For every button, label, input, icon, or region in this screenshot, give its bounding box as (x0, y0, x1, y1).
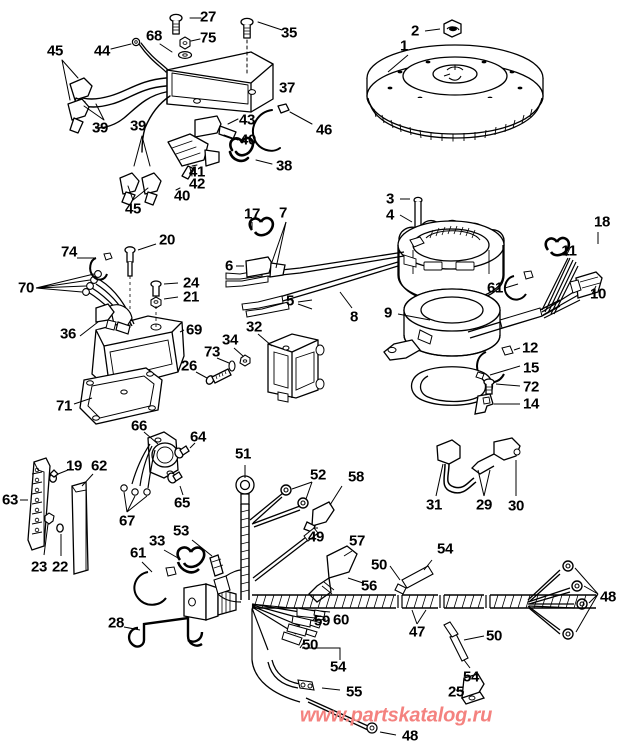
callout-number: 35 (280, 24, 298, 42)
callout-number: 2 (410, 22, 420, 40)
callout-number: 33 (148, 532, 166, 550)
callout-number: 63 (1, 491, 19, 509)
callout-number: 8 (349, 308, 359, 326)
callout-number: 48 (401, 727, 419, 745)
callout-number: 64 (189, 428, 207, 446)
callout-number: 19 (65, 457, 83, 475)
callout-number: 29 (475, 496, 493, 514)
callout-number: 54 (329, 658, 347, 676)
callout-number: 57 (348, 532, 366, 550)
callout-number: 47 (408, 623, 426, 641)
callout-number: 40 (173, 187, 191, 205)
callout-number: 36 (59, 325, 77, 343)
callout-number: 41 (188, 163, 206, 181)
callout-number: 1 (399, 37, 409, 55)
callout-number: 27 (199, 8, 217, 26)
callout-number: 61 (129, 544, 147, 562)
callout-number: 5 (285, 292, 295, 310)
callout-number: 37 (278, 79, 296, 97)
callout-number: 73 (203, 343, 221, 361)
callout-number: 17 (243, 205, 261, 223)
callout-number: 38 (275, 157, 293, 175)
callout-number: 46 (315, 121, 333, 139)
callout-number: 50 (370, 556, 388, 574)
callout-number: 62 (90, 457, 108, 475)
callout-number: 59 (313, 612, 331, 630)
callout-number: 30 (507, 497, 525, 515)
callout-number: 23 (30, 558, 48, 576)
callout-number: 48 (599, 588, 617, 606)
callout-number: 61 (486, 279, 504, 297)
callout-number: 42 (188, 175, 206, 193)
callout-number: 31 (425, 496, 443, 514)
callout-number: 28 (107, 614, 125, 632)
callout-number: 39 (129, 117, 147, 135)
callout-number: 11 (561, 242, 577, 260)
callout-number: 53 (172, 522, 190, 540)
callout-number: 44 (93, 42, 111, 60)
callout-number: 14 (522, 395, 540, 413)
callout-number: 6 (224, 257, 234, 275)
callout-number: 40 (239, 131, 257, 149)
callout-number: 15 (522, 359, 540, 377)
callout-number: 67 (118, 512, 136, 530)
callout-number: 4 (385, 206, 395, 224)
callout-number: 21 (182, 288, 200, 306)
callout-number: 60 (332, 611, 350, 629)
callout-number: 52 (309, 466, 327, 484)
callout-number: 51 (234, 445, 252, 463)
callout-number: 34 (221, 331, 239, 349)
callout-number: 54 (462, 668, 480, 686)
callout-number: 58 (347, 468, 365, 486)
callout-number: 32 (245, 318, 263, 336)
callout-number: 65 (173, 494, 191, 512)
callout-number: 7 (278, 204, 288, 222)
callout-number: 12 (521, 339, 539, 357)
callout-number: 55 (345, 683, 363, 701)
callout-number: 26 (180, 357, 198, 375)
callout-number: 20 (158, 231, 176, 249)
callout-number: 39 (91, 119, 109, 137)
callout-number: 68 (145, 27, 163, 45)
callout-number: 22 (51, 558, 69, 576)
callout-number: 43 (238, 111, 256, 129)
callout-number: 50 (485, 627, 503, 645)
callout-number: 3 (385, 190, 395, 208)
callout-number: 45 (124, 200, 142, 218)
callout-number: 70 (17, 279, 35, 297)
callout-number: 69 (185, 321, 203, 339)
callout-number: 25 (447, 683, 465, 701)
callout-number: 49 (307, 528, 325, 546)
site-watermark: www.partskatalog.ru (299, 704, 493, 727)
callout-number: 50 (301, 636, 319, 654)
callout-number: 9 (383, 304, 393, 322)
callout-number: 72 (522, 378, 540, 396)
callout-number: 56 (360, 577, 378, 595)
callout-number: 18 (593, 213, 611, 231)
callout-number: 74 (60, 243, 78, 261)
callout-number: 24 (182, 274, 200, 292)
callout-number: 66 (130, 417, 148, 435)
callout-number: 54 (436, 540, 454, 558)
callout-number: 75 (199, 29, 217, 47)
callout-number: 45 (46, 42, 64, 60)
callout-number: 71 (55, 397, 73, 415)
callout-number: 10 (589, 285, 607, 303)
